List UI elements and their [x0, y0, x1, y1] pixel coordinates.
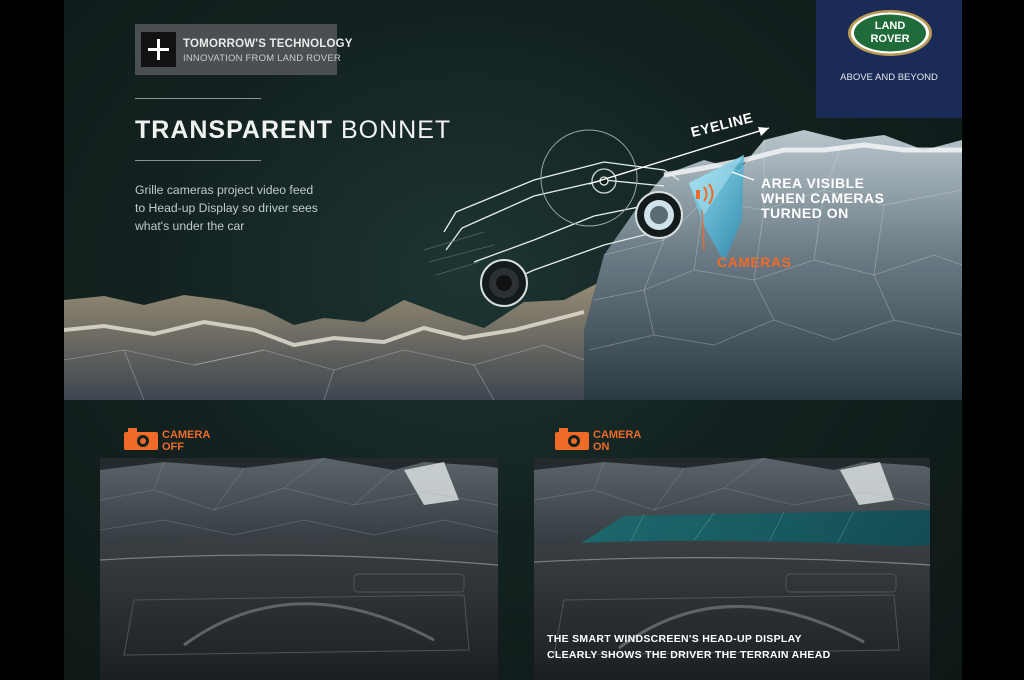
description-line: what's under the car [135, 219, 245, 233]
camera-icon [124, 428, 158, 450]
infographic-panel: TOMORROW'S TECHNOLOGY INNOVATION FROM LA… [64, 0, 962, 680]
page-title: TRANSPARENT BONNET [135, 116, 451, 145]
window-camera-off [99, 457, 499, 680]
tomorrows-technology-badge: TOMORROW'S TECHNOLOGY INNOVATION FROM LA… [135, 24, 352, 75]
title-bold-word: TRANSPARENT [135, 116, 334, 144]
area-label-line: WHEN CAMERAS [761, 190, 885, 206]
camera-signal-icon [696, 183, 714, 205]
camera-icon [555, 428, 589, 450]
illustration-canvas [64, 127, 962, 680]
rear-wheel [480, 259, 528, 307]
badge-line-1: TOMORROW'S TECHNOLOGY [183, 38, 353, 50]
badge-line-2: INNOVATION FROM LAND ROVER [183, 53, 341, 64]
hud-caption-line: THE SMART WINDSCREEN'S HEAD-UP DISPLAY [547, 633, 802, 645]
eyeline-arrow [588, 127, 770, 185]
hud-caption: THE SMART WINDSCREEN'S HEAD-UP DISPLAY C… [547, 631, 830, 663]
area-label-line: AREA VISIBLE [761, 175, 865, 191]
camera-off-label: CAMERA OFF [162, 429, 210, 453]
steering-wheel-circle [540, 129, 638, 227]
logo-word-land: LAND [875, 20, 906, 32]
description: Grille cameras project video feed to Hea… [135, 181, 395, 235]
camera-view-cone [689, 155, 744, 262]
window-camera-on [533, 457, 931, 680]
front-wheel [635, 191, 683, 239]
brand-tagline: ABOVE AND BEYOND [840, 72, 938, 83]
description-line: Grille cameras project video feed [135, 183, 314, 197]
logo-word-rover: ROVER [870, 33, 909, 45]
camera-on-line: CAMERA [593, 429, 642, 441]
description-line: to Head-up Display so driver sees [135, 201, 318, 215]
hud-caption-line: CLEARLY SHOWS THE DRIVER THE TERRAIN AHE… [547, 649, 831, 661]
brand-block: LAND ROVER ABOVE AND BEYOND [816, 0, 962, 118]
plus-icon [141, 32, 176, 67]
camera-on-label: CAMERA ON [593, 429, 641, 453]
speed-trails [423, 231, 495, 276]
mountain-range [64, 130, 962, 401]
camera-off-line: CAMERA [162, 429, 211, 441]
cameras-label: CAMERAS [717, 254, 792, 270]
area-visible-label: AREA VISIBLE WHEN CAMERAS TURNED ON [761, 176, 884, 221]
title-rule-bottom [135, 160, 261, 161]
land-rover-logo: LAND ROVER [848, 10, 932, 56]
area-label-line: TURNED ON [761, 205, 849, 221]
area-leader-line [731, 171, 755, 181]
camera-off-line: OFF [162, 441, 184, 453]
title-regular-word: BONNET [341, 116, 452, 144]
cameras-leader-line [701, 209, 705, 251]
title-rule-top [135, 98, 261, 99]
camera-on-line: ON [593, 441, 610, 453]
